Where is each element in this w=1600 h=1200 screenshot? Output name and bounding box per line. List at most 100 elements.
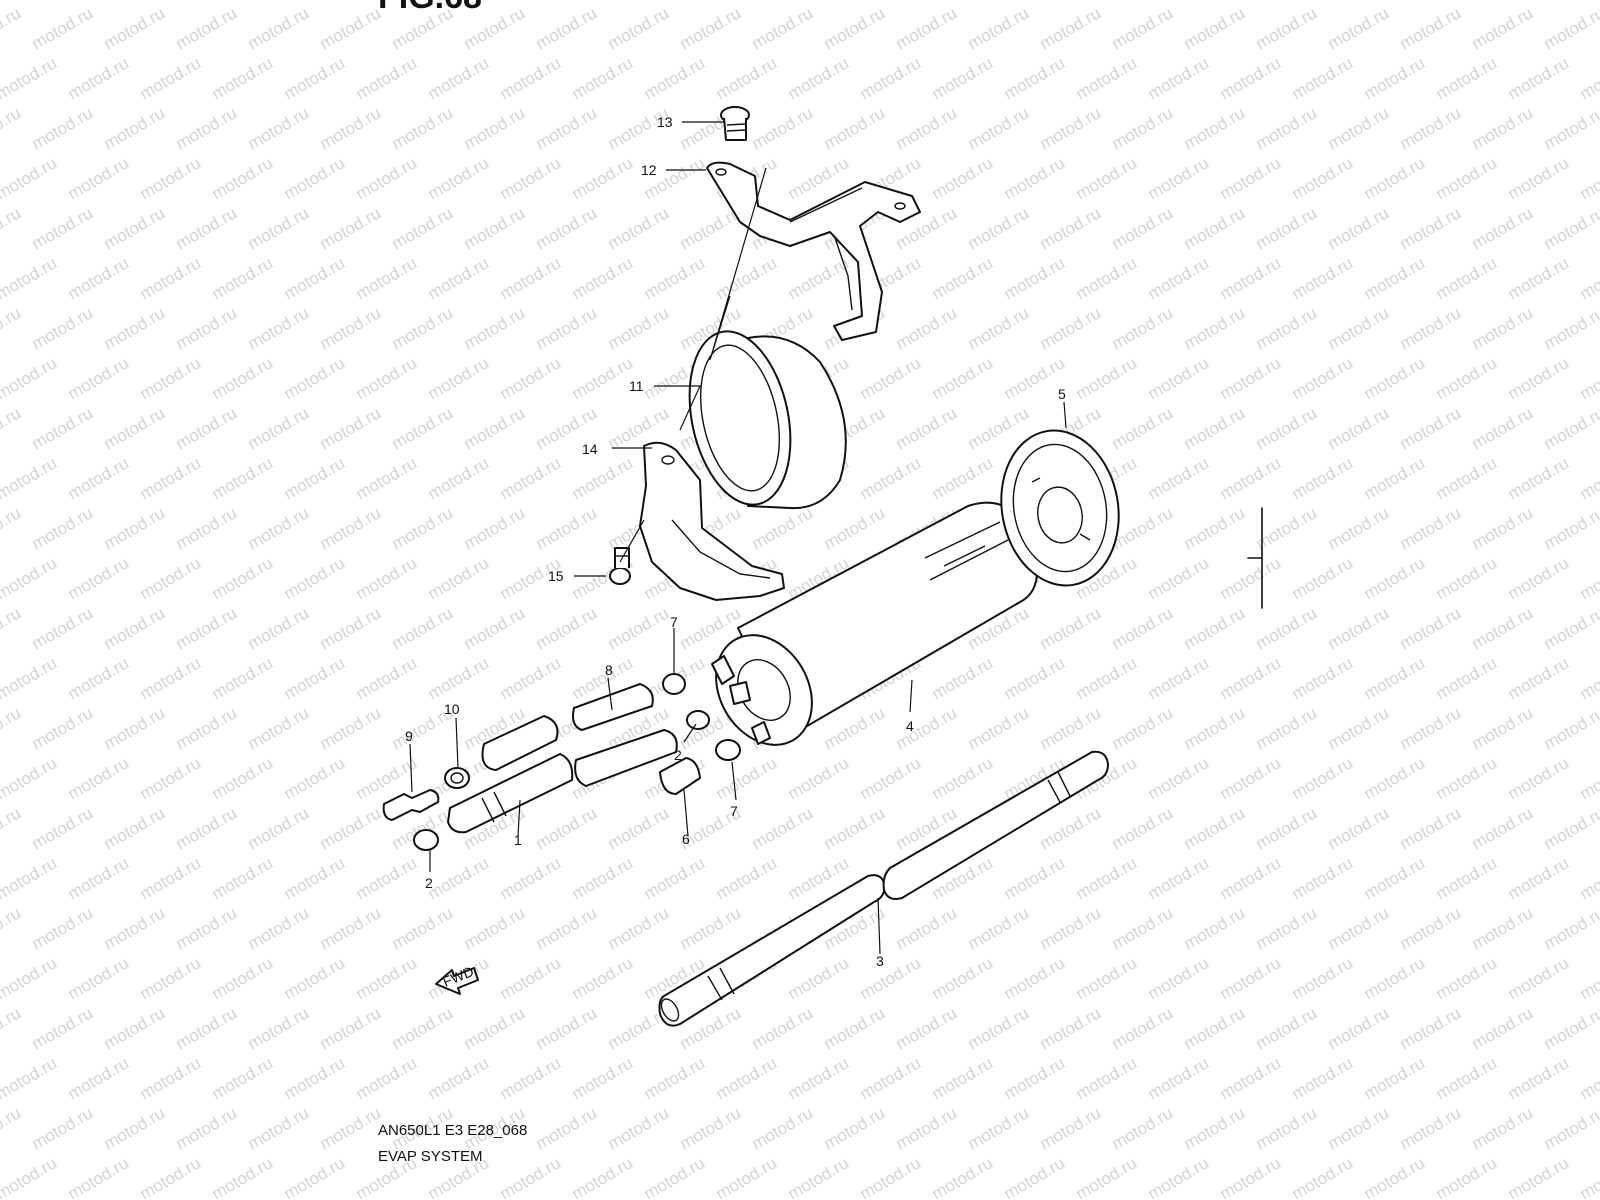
watermark-text: motod.ru <box>209 553 277 603</box>
watermark-text: motod.ru <box>353 253 421 303</box>
watermark-text: motod.ru <box>1289 0 1357 3</box>
watermark-text: motod.ru <box>209 753 277 803</box>
watermark-text: motod.ru <box>1253 1003 1321 1053</box>
watermark-text: motod.ru <box>29 1103 97 1153</box>
watermark-text: motod.ru <box>461 503 529 553</box>
watermark-text: motod.ru <box>281 453 349 503</box>
watermark-text: motod.ru <box>245 203 313 253</box>
watermark-text: motod.ru <box>1433 953 1501 1003</box>
watermark-text: motod.ru <box>0 1053 60 1103</box>
watermark-text: motod.ru <box>857 53 925 103</box>
watermark-text: motod.ru <box>857 953 925 1003</box>
watermark-text: motod.ru <box>353 853 421 903</box>
watermark-text: motod.ru <box>1469 403 1537 453</box>
watermark-text: motod.ru <box>1397 903 1465 953</box>
watermark-text: motod.ru <box>1145 253 1213 303</box>
watermark-text: motod.ru <box>281 953 349 1003</box>
watermark-text: motod.ru <box>1577 153 1600 203</box>
watermark-text: motod.ru <box>497 953 565 1003</box>
watermark-text: motod.ru <box>353 653 421 703</box>
watermark-text: motod.ru <box>533 1003 601 1053</box>
watermark-text: motod.ru <box>65 0 133 3</box>
watermark-text: motod.ru <box>533 803 601 853</box>
watermark-text: motod.ru <box>497 1053 565 1103</box>
watermark-text: motod.ru <box>1253 403 1321 453</box>
watermark-text: motod.ru <box>677 903 745 953</box>
watermark-text: motod.ru <box>65 453 133 503</box>
watermark-text: motod.ru <box>1325 3 1393 53</box>
watermark-text: motod.ru <box>929 0 997 3</box>
watermark-text: motod.ru <box>1145 53 1213 103</box>
watermark-text: motod.ru <box>569 353 637 403</box>
watermark-text: motod.ru <box>173 1003 241 1053</box>
watermark-text: motod.ru <box>929 1153 997 1200</box>
watermark-text: motod.ru <box>1073 1153 1141 1200</box>
watermark-text: motod.ru <box>605 1103 673 1153</box>
watermark-text: motod.ru <box>1217 153 1285 203</box>
watermark-text: motod.ru <box>101 1103 169 1153</box>
watermark-text: motod.ru <box>1073 853 1141 903</box>
watermark-text: motod.ru <box>1541 703 1600 753</box>
watermark-text: motod.ru <box>1217 1053 1285 1103</box>
watermark-text: motod.ru <box>425 553 493 603</box>
watermark-text: motod.ru <box>929 153 997 203</box>
watermark-text: motod.ru <box>929 353 997 403</box>
watermark-text: motod.ru <box>1037 903 1105 953</box>
watermark-text: motod.ru <box>173 303 241 353</box>
watermark-text: motod.ru <box>0 1103 24 1153</box>
watermark-text: motod.ru <box>713 1053 781 1103</box>
watermark-text: motod.ru <box>29 303 97 353</box>
model-code: AN650L1 E3 E28_068 <box>378 1122 528 1139</box>
watermark-text: motod.ru <box>101 403 169 453</box>
watermark-text: motod.ru <box>29 803 97 853</box>
watermark-text: motod.ru <box>1469 1103 1537 1153</box>
watermark-text: motod.ru <box>1505 1053 1573 1103</box>
watermark-text: motod.ru <box>0 1003 24 1053</box>
watermark-text: motod.ru <box>209 1053 277 1103</box>
watermark-text: motod.ru <box>0 653 60 703</box>
watermark-text: motod.ru <box>1145 1153 1213 1200</box>
watermark-text: motod.ru <box>965 3 1033 53</box>
watermark-text: motod.ru <box>785 1053 853 1103</box>
watermark-text: motod.ru <box>1505 53 1573 103</box>
watermark-text: motod.ru <box>821 503 889 553</box>
watermark-text: motod.ru <box>857 753 925 803</box>
watermark-text: motod.ru <box>1001 1153 1069 1200</box>
watermark-text: motod.ru <box>1109 403 1177 453</box>
watermark-text: motod.ru <box>1109 3 1177 53</box>
watermark-text: motod.ru <box>1397 203 1465 253</box>
watermark-text: motod.ru <box>1577 753 1600 803</box>
leader-lines <box>409 121 1067 955</box>
watermark-text: motod.ru <box>1253 303 1321 353</box>
watermark-text: motod.ru <box>497 0 565 3</box>
watermark-text: motod.ru <box>1397 1103 1465 1153</box>
watermark-text: motod.ru <box>425 853 493 903</box>
watermark-text: motod.ru <box>1145 153 1213 203</box>
watermark-text: motod.ru <box>425 653 493 703</box>
callout-9: 9 <box>405 728 413 744</box>
watermark-text: motod.ru <box>137 553 205 603</box>
watermark-text: motod.ru <box>965 103 1033 153</box>
watermark-text: motod.ru <box>389 503 457 553</box>
watermark-text: motod.ru <box>1181 403 1249 453</box>
watermark-text: motod.ru <box>1541 3 1600 53</box>
watermark-text: motod.ru <box>533 3 601 53</box>
watermark-text: motod.ru <box>65 1053 133 1103</box>
watermark-text: motod.ru <box>0 1153 60 1200</box>
watermark-text: motod.ru <box>65 253 133 303</box>
callout-3: 3 <box>876 953 884 969</box>
watermark-text: motod.ru <box>677 3 745 53</box>
watermark-text: motod.ru <box>461 203 529 253</box>
watermark-text: motod.ru <box>1361 1053 1429 1103</box>
watermark-text: motod.ru <box>101 803 169 853</box>
watermark-text: motod.ru <box>965 1103 1033 1153</box>
watermark-text: motod.ru <box>1577 553 1600 603</box>
watermark-text: motod.ru <box>1361 253 1429 303</box>
watermark-text: motod.ru <box>1037 103 1105 153</box>
watermark-text: motod.ru <box>1001 1053 1069 1103</box>
watermark-text: motod.ru <box>137 253 205 303</box>
watermark-text: motod.ru <box>1433 1153 1501 1200</box>
watermark-text: motod.ru <box>1145 553 1213 603</box>
watermark-text: motod.ru <box>1433 0 1501 3</box>
watermark-text: motod.ru <box>533 203 601 253</box>
